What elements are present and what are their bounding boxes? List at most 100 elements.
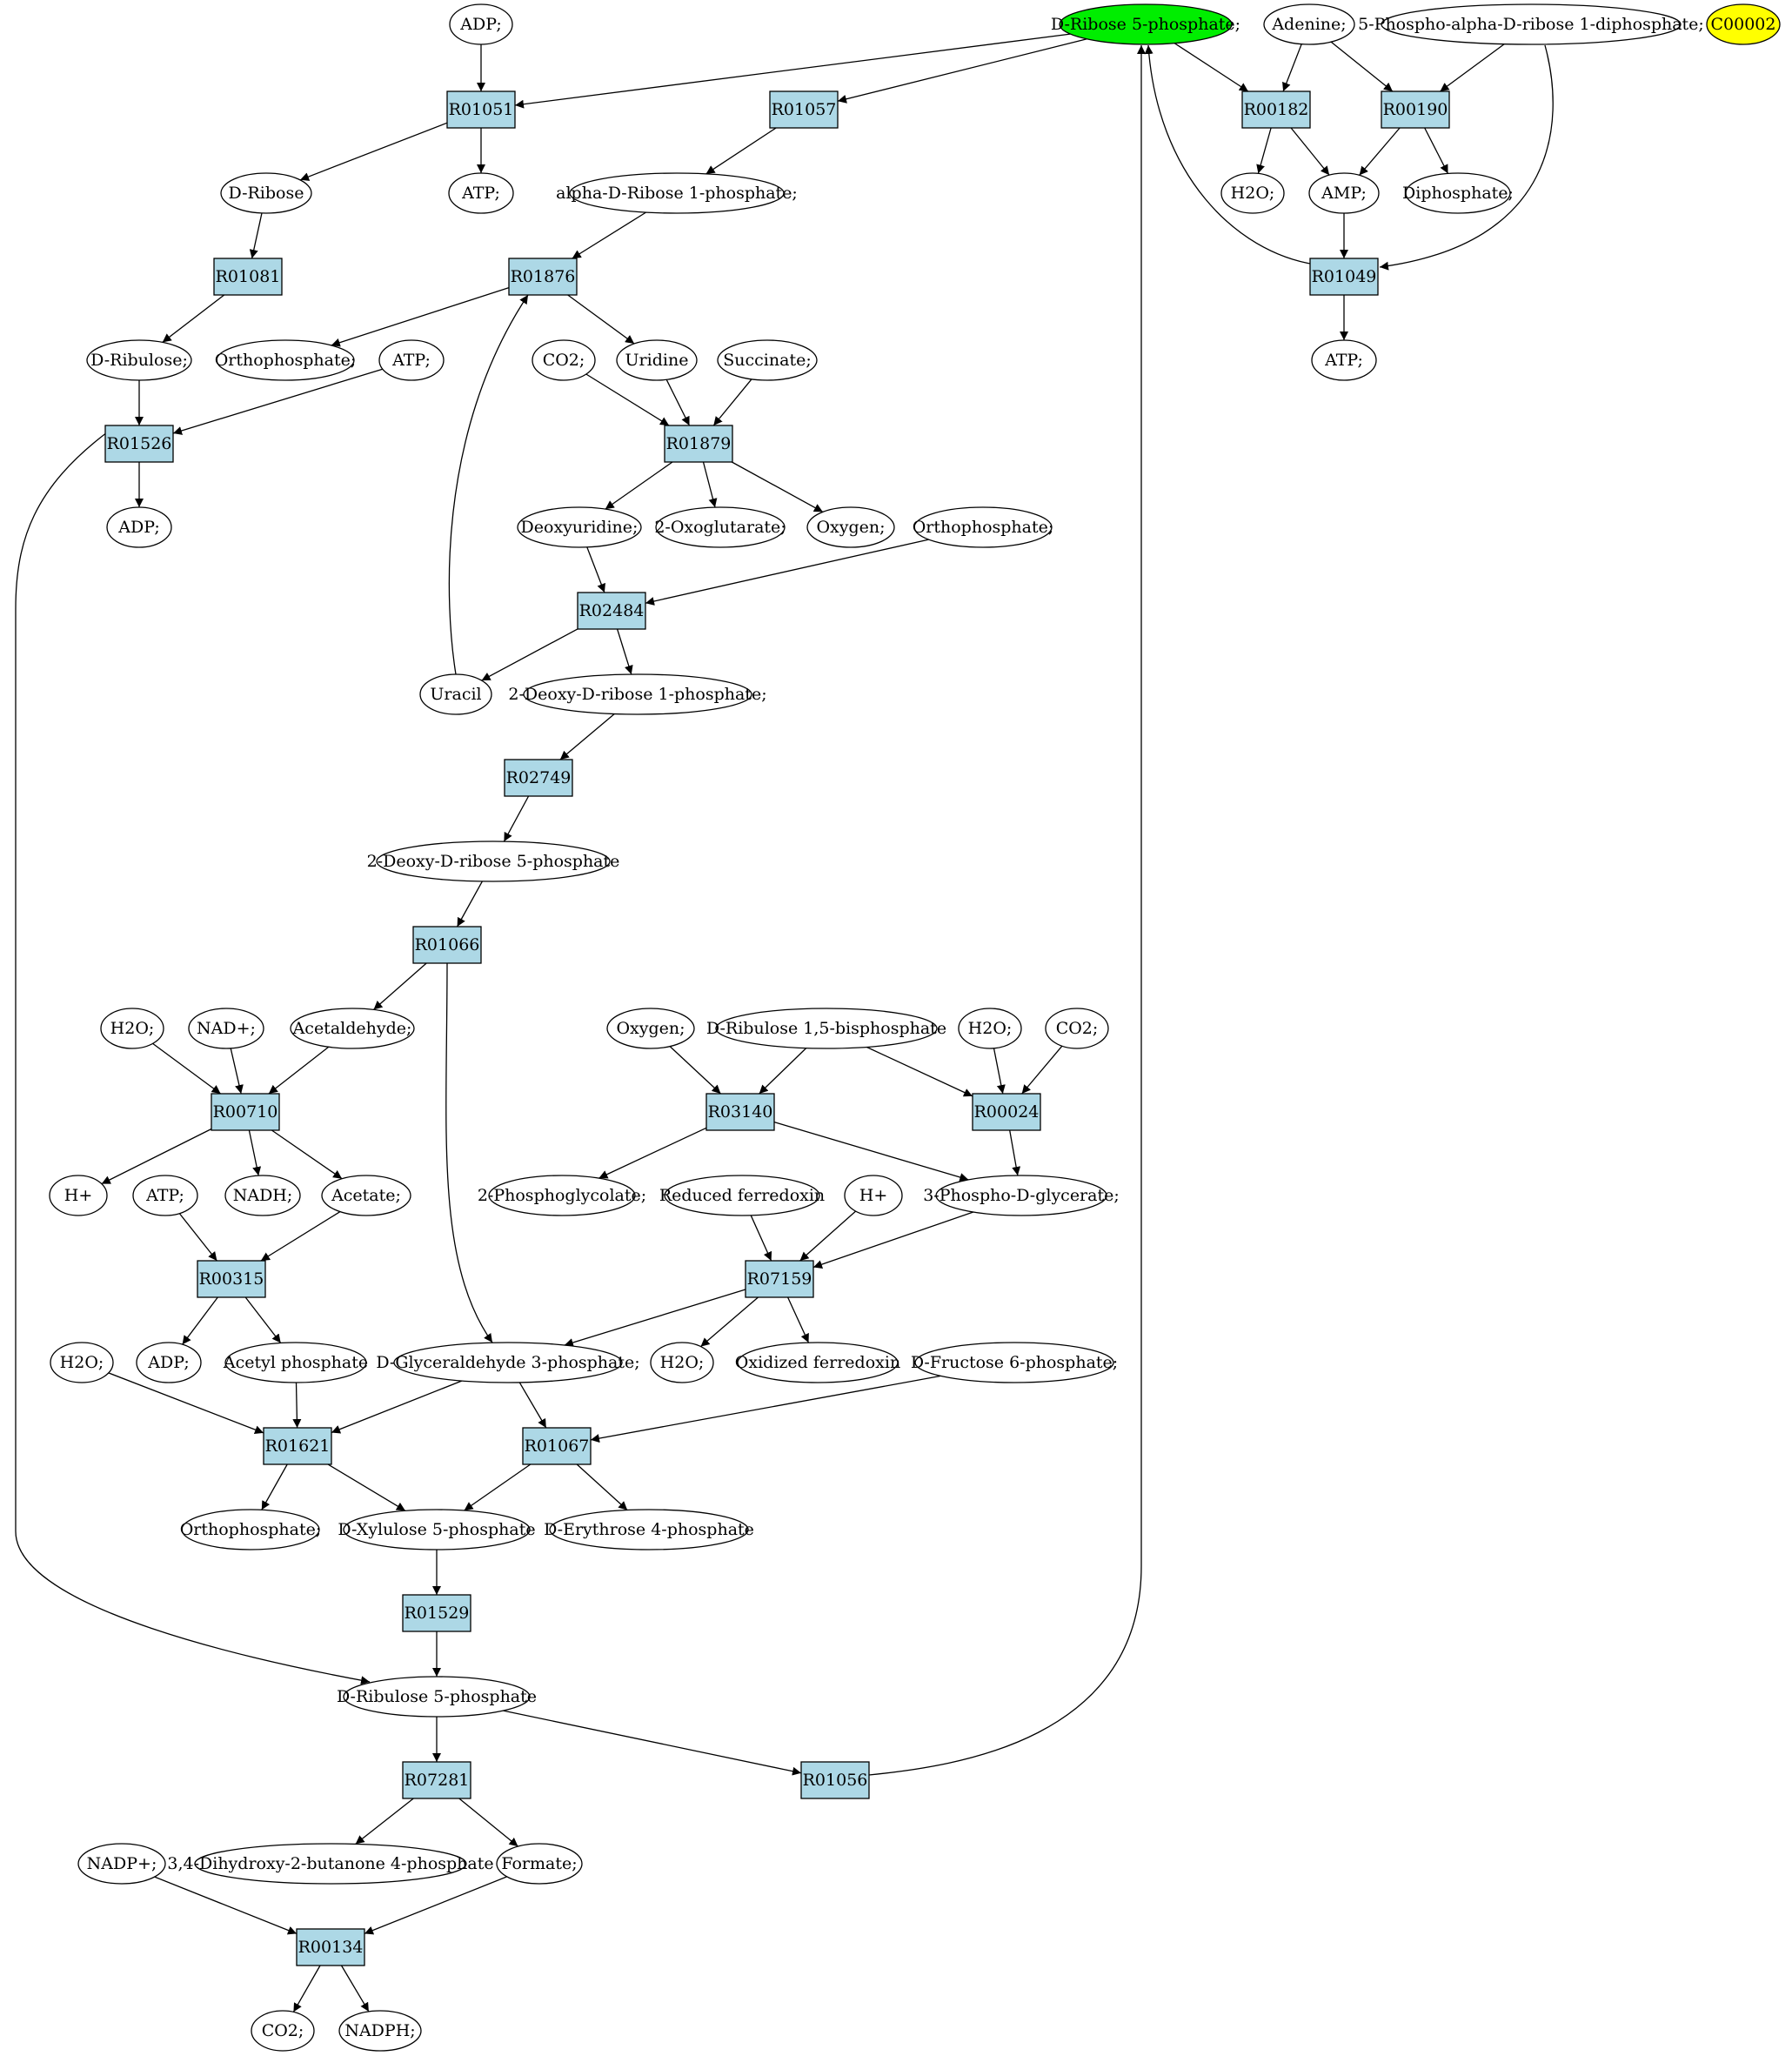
- compound-node-c_prpp[interactable]: 5-Phospho-alpha-D-ribose 1-diphosphate;: [1358, 3, 1704, 45]
- compound-node-c_oxygen_2[interactable]: Oxygen;: [606, 1008, 695, 1049]
- compound-ellipse: [914, 1342, 1114, 1383]
- compound-node-c_atp_4[interactable]: ATP;: [132, 1175, 198, 1216]
- compound-node-c_atp_3[interactable]: ATP;: [1311, 339, 1377, 381]
- reaction-node-r_R01056[interactable]: R01056: [800, 1761, 870, 1799]
- compound-node-c_co2_1[interactable]: CO2;: [532, 339, 596, 381]
- compound-node-c_deoxyuridine[interactable]: Deoxyuridine;: [517, 506, 642, 548]
- reaction-node-r_R01066[interactable]: R01066: [412, 926, 482, 964]
- node-label: C00002: [1711, 15, 1776, 34]
- edge-c_prpp-to-r_R00190: [1440, 44, 1505, 92]
- reaction-node-r_R07281[interactable]: R07281: [402, 1761, 471, 1799]
- compound-node-c_redfd[interactable]: Reduced ferredoxin: [659, 1175, 825, 1216]
- compound-node-c_amp[interactable]: AMP;: [1308, 172, 1380, 214]
- compound-node-c_hplus_2[interactable]: H+: [844, 1175, 903, 1216]
- compound-ellipse: [251, 2010, 315, 2052]
- reaction-node-r_R07159[interactable]: R07159: [745, 1260, 814, 1298]
- compound-node-c_atp_2[interactable]: ATP;: [378, 339, 445, 381]
- reaction-node-r_R01879[interactable]: R01879: [664, 425, 733, 463]
- node-label: H2O;: [60, 1353, 104, 1372]
- compound-node-c_c00002[interactable]: C00002: [1706, 3, 1781, 45]
- compound-node-c_co2_2[interactable]: CO2;: [1045, 1008, 1109, 1049]
- compound-node-c_3pg[interactable]: 3-Phospho-D-glycerate;: [923, 1175, 1120, 1216]
- compound-node-c_succinate[interactable]: Succinate;: [717, 339, 818, 381]
- compound-node-c_diphos[interactable]: Diphosphate;: [1402, 172, 1514, 214]
- compound-node-c_oxfd[interactable]: Oxidized ferredoxin: [735, 1342, 900, 1383]
- node-label: R01056: [803, 1771, 868, 1790]
- compound-node-c_h2o_1[interactable]: H2O;: [100, 1008, 164, 1049]
- compound-node-c_r5p[interactable]: D-Ribose 5-phosphate;: [1051, 3, 1240, 45]
- compound-node-c_adp_top[interactable]: ADP;: [449, 3, 513, 45]
- compound-node-c_acetylp[interactable]: Acetyl phosphate: [223, 1342, 368, 1383]
- compound-node-c_adp_3[interactable]: ADP;: [136, 1342, 202, 1383]
- compound-node-c_rubp[interactable]: D-Ribulose 1,5-bisphosphate: [706, 1008, 946, 1049]
- compound-node-c_2oxo[interactable]: 2-Oxoglutarate;: [654, 506, 786, 548]
- compound-node-c_dribulose[interactable]: D-Ribulose;: [86, 339, 192, 381]
- node-label: R00315: [199, 1269, 264, 1289]
- reaction-node-r_R00710[interactable]: R00710: [211, 1093, 280, 1131]
- compound-node-c_nad[interactable]: NAD+;: [188, 1008, 264, 1049]
- reaction-node-r_R01051[interactable]: R01051: [446, 90, 516, 129]
- edge-c_co2_2-to-r_R00024: [1021, 1045, 1063, 1095]
- reaction-node-r_R01049[interactable]: R01049: [1309, 258, 1379, 296]
- compound-node-c_g3p[interactable]: D-Glyceraldehyde 3-phosphate;: [376, 1342, 640, 1383]
- compound-node-c_h2o_4[interactable]: H2O;: [650, 1342, 714, 1383]
- node-label: R00190: [1383, 100, 1448, 119]
- compound-node-c_adp_2[interactable]: ADP;: [106, 506, 172, 548]
- reaction-box: [1241, 90, 1311, 129]
- edge-r_R01067-to-c_e4p: [576, 1463, 628, 1511]
- compound-node-c_dribose[interactable]: D-Ribose: [220, 172, 312, 214]
- reaction-node-r_R01526[interactable]: R01526: [104, 425, 174, 463]
- compound-node-c_2ddr5p[interactable]: 2-Deoxy-D-ribose 5-phosphate: [367, 840, 620, 882]
- compound-node-c_acetaldehyde[interactable]: Acetaldehyde;: [290, 1008, 415, 1049]
- reaction-node-r_R02484[interactable]: R02484: [577, 592, 646, 630]
- reaction-node-r_R00315[interactable]: R00315: [197, 1260, 266, 1298]
- compound-node-c_ru5p[interactable]: D-Ribulose 5-phosphate: [337, 1676, 537, 1718]
- reaction-node-r_R01876[interactable]: R01876: [508, 258, 578, 296]
- compound-node-c_h2o_3[interactable]: H2O;: [50, 1342, 114, 1383]
- compound-ellipse: [86, 339, 192, 381]
- compound-node-c_ortho_3[interactable]: Orthophosphate;: [180, 1509, 322, 1550]
- compound-node-c_2pglycolate[interactable]: 2-Phosphoglycolate;: [478, 1175, 646, 1216]
- compound-node-c_adr1p[interactable]: alpha-D-Ribose 1-phosphate;: [556, 172, 798, 214]
- compound-node-c_dhbp[interactable]: 3,4-Dihydroxy-2-butanone 4-phosphate: [167, 1843, 494, 1885]
- compound-ellipse: [1220, 172, 1285, 214]
- reaction-node-r_R01621[interactable]: R01621: [263, 1427, 332, 1465]
- reaction-node-r_R00024[interactable]: R00024: [972, 1093, 1041, 1131]
- compound-node-c_xu5p[interactable]: D-Xylulose 5-phosphate: [338, 1509, 536, 1550]
- reaction-node-r_R02749[interactable]: R02749: [504, 759, 573, 797]
- compound-node-c_uracil[interactable]: Uracil: [419, 673, 492, 715]
- edge-r_R00710-to-c_nadh: [248, 1129, 262, 1176]
- compound-node-c_2ddr1p[interactable]: 2-Deoxy-D-ribose 1-phosphate;: [508, 673, 767, 715]
- reaction-node-r_R01057[interactable]: R01057: [769, 90, 839, 129]
- edge-c_prpp-to-r_R01049: [1379, 44, 1554, 271]
- compound-node-c_adenine[interactable]: Adenine;: [1263, 3, 1355, 45]
- node-label: D-Ribulose;: [90, 351, 188, 370]
- reaction-node-r_R01067[interactable]: R01067: [522, 1427, 592, 1465]
- compound-node-c_h2o_2[interactable]: H2O;: [958, 1008, 1022, 1049]
- compound-node-c_nadp[interactable]: NADP+;: [77, 1843, 166, 1885]
- compound-node-c_uridine[interactable]: Uridine: [616, 339, 698, 381]
- reaction-node-r_R01081[interactable]: R01081: [213, 258, 283, 296]
- compound-node-c_acetate[interactable]: Acetate;: [321, 1175, 411, 1216]
- compound-node-c_atp_1[interactable]: ATP;: [448, 172, 514, 214]
- reaction-node-r_R03140[interactable]: R03140: [705, 1093, 775, 1131]
- edge-r_R01051-to-c_dribose: [299, 122, 448, 181]
- compound-node-c_co2_3[interactable]: CO2;: [251, 2010, 315, 2052]
- reaction-node-r_R00190[interactable]: R00190: [1381, 90, 1450, 129]
- compound-ellipse: [606, 1008, 695, 1049]
- edge-r_R07159-to-c_oxfd: [787, 1296, 810, 1343]
- compound-node-c_ortho_2[interactable]: Orthophosphate;: [913, 506, 1054, 548]
- compound-node-c_oxygen_1[interactable]: Oxygen;: [806, 506, 895, 548]
- compound-node-c_f6p[interactable]: D-Fructose 6-phosphate;: [911, 1342, 1118, 1383]
- compound-node-c_ortho_1[interactable]: Orthophosphate;: [215, 339, 357, 381]
- reaction-node-r_R00182[interactable]: R00182: [1241, 90, 1311, 129]
- reaction-node-r_R01529[interactable]: R01529: [402, 1594, 471, 1632]
- compound-node-c_e4p[interactable]: D-Erythrose 4-phosphate: [544, 1509, 754, 1550]
- reaction-node-r_R00134[interactable]: R00134: [296, 1928, 365, 1966]
- compound-node-c_h2o_a[interactable]: H2O;: [1220, 172, 1285, 214]
- compound-node-c_nadh[interactable]: NADH;: [224, 1175, 301, 1216]
- compound-node-c_hplus_1[interactable]: H+: [49, 1175, 108, 1216]
- compound-node-c_nadph[interactable]: NADPH;: [338, 2010, 422, 2052]
- compound-node-c_formate[interactable]: Formate;: [496, 1843, 583, 1885]
- compound-ellipse: [393, 1342, 623, 1383]
